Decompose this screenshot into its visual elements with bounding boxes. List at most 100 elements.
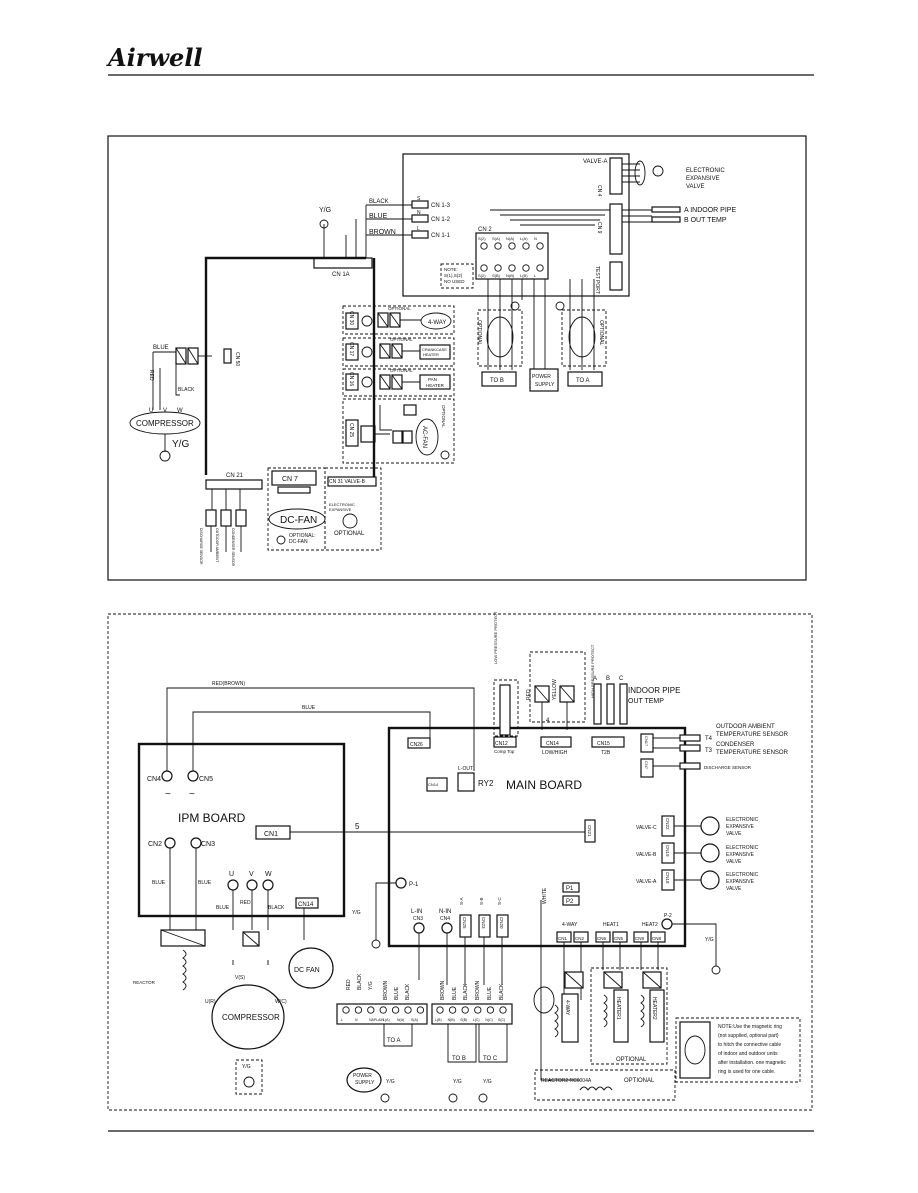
terminal-label: L(A) xyxy=(383,1018,390,1022)
cn7-connector xyxy=(609,261,623,291)
diagram-shape xyxy=(210,526,242,552)
diagram-label: B xyxy=(606,676,610,682)
terminal-block-middle xyxy=(431,1003,513,1025)
diagram-label: CN15 xyxy=(597,741,610,747)
terminal-screw xyxy=(480,264,488,272)
diagram-shape xyxy=(262,879,274,891)
top-compressor-section: BLUE RED BLACK CN 50 U V W COMPRESSOR Y/… xyxy=(129,345,240,462)
diagram-label: CN17 xyxy=(644,736,649,747)
diagram-label: ELECTRONIC xyxy=(686,168,725,174)
terminal-label: L(A) xyxy=(520,236,528,241)
terminal-screw xyxy=(404,1006,412,1014)
diagram-label: T2B xyxy=(601,750,611,756)
diagram-shape xyxy=(277,486,311,494)
diagram-label: DISCHARGE SENSOR xyxy=(199,528,203,565)
diagram-shape xyxy=(661,918,673,930)
brand-logo: Airwell xyxy=(106,43,203,72)
diagram-label: L-IN xyxy=(411,909,422,915)
diagram-label: OUTDOOR AMBIENT xyxy=(215,528,219,563)
diagram-label: W xyxy=(265,871,272,878)
diagram-shape xyxy=(402,430,413,444)
diagram-shape xyxy=(540,736,572,748)
diagram-shape xyxy=(342,337,455,367)
diagram-label: TEST PORT xyxy=(594,266,600,294)
diagram-shape xyxy=(413,922,425,934)
diagram-shape xyxy=(187,770,199,782)
diagram-shape xyxy=(622,163,640,183)
terminal-label: N(B) xyxy=(448,1018,455,1022)
diagram-label: TEMPERATURE SENSOR xyxy=(716,732,789,738)
diagram-label: LOW PRESSURE PROTECT xyxy=(493,611,498,664)
diagram-label: CN1 xyxy=(558,936,567,941)
diagram-shape xyxy=(169,848,197,930)
diagram-label: ELECTRONIC xyxy=(329,502,355,507)
diagram-label: ~ xyxy=(189,789,195,800)
diagram-shape xyxy=(478,1024,508,1063)
valve-a-section: VALVE-A CN 4 ELECTRONIC EXPANSIVE VALVE xyxy=(583,157,725,197)
diagram-label: RED xyxy=(526,689,532,700)
diagram-label: CN 4 xyxy=(596,185,602,197)
diagram-label: OPTIONAL xyxy=(476,320,482,346)
diagram-label: EXPANSIVE xyxy=(726,824,755,830)
diagram-shape xyxy=(651,206,681,213)
terminal-label: S(A) xyxy=(411,1018,418,1022)
terminal-label: S(2) xyxy=(478,273,486,278)
coil-icon xyxy=(554,1004,559,1038)
diagram-label: BLUE xyxy=(152,880,166,886)
diagram-label: C xyxy=(619,676,624,682)
diagram-label: BROWN xyxy=(369,229,396,236)
diagram-label: S-C xyxy=(497,897,502,906)
diagram-label: CN4 xyxy=(147,776,161,783)
diagram-label: DC-FAN xyxy=(289,539,308,545)
diagram-label: OPTIONAL: xyxy=(289,533,316,539)
terminal-screw xyxy=(522,264,530,272)
terminal-screw xyxy=(436,1006,444,1014)
diagram-label: CN4 xyxy=(440,916,450,922)
cn1-connectors: BLACK S CN 1-3 BLUE N CN 1-2 BROWN L CN … xyxy=(313,196,451,278)
terminal-label: NAPLAIN xyxy=(369,1018,384,1022)
diagram-label: BLUE xyxy=(302,705,316,711)
diagram-shape xyxy=(541,702,568,730)
diagram-label: BLACK xyxy=(178,387,195,393)
main-board xyxy=(387,726,687,948)
diagram-label: CN8 xyxy=(652,936,661,941)
diagram-label: ring is used for one cable. xyxy=(718,1069,775,1075)
terminal-screw xyxy=(354,1006,363,1014)
diagram-label: REACTOR xyxy=(133,980,156,985)
diagram-label: (not supplied, optional part) xyxy=(718,1033,779,1039)
diagram-label: VALVE xyxy=(686,184,704,190)
diagram-shape xyxy=(246,879,258,891)
diagram-label: VALVE xyxy=(726,886,742,892)
diagram-label: OPTIONAL xyxy=(390,337,413,342)
diagram-label: L-OUT xyxy=(458,766,473,772)
ac-fan-icon xyxy=(415,418,439,456)
diagram-label: CONDENSER SENSOR xyxy=(231,528,235,567)
diagram-label: WHITE xyxy=(542,887,548,904)
diagram-label: COMPRESSOR xyxy=(222,1013,280,1022)
diagram-label: CN 25 xyxy=(348,423,354,437)
diagram-label: Y/G xyxy=(705,937,714,943)
diagram-label: REACTOR2 RC6004A xyxy=(541,1078,592,1084)
diagram-shape xyxy=(493,679,519,737)
diagram-label: L xyxy=(417,226,420,232)
diagram-label: NOTE:Use the magnetic ring xyxy=(718,1024,782,1030)
diagram-shape xyxy=(478,1093,488,1103)
terminal-label: N xyxy=(355,1018,358,1022)
diagram-label: of indoor and outdoor units xyxy=(718,1051,778,1057)
terminal-label: S(B) xyxy=(460,1018,467,1022)
diagram-shape: S(2)S(A)N(A)L(A)NS(2)S(B)N(B)L(B)L xyxy=(478,236,544,278)
diagram-shape xyxy=(562,882,580,893)
dc-fan-icon xyxy=(288,947,334,989)
diagram-label: 4-WAY xyxy=(564,1000,570,1016)
diagram-label: BROWN xyxy=(475,980,481,1000)
magnetic-ring-icon xyxy=(684,1035,706,1065)
diagram-label: BLUE xyxy=(487,986,493,1000)
diagram-shape xyxy=(276,535,286,545)
diagram-label: SUPPLY xyxy=(535,382,555,388)
top-main-pcb xyxy=(402,153,630,297)
diagram-shape xyxy=(634,160,646,186)
diagram-label: EXPANSIVE xyxy=(726,879,755,885)
diagram-label: HEAT1 xyxy=(603,922,619,928)
diagram-label: CN 1-2 xyxy=(431,217,451,223)
